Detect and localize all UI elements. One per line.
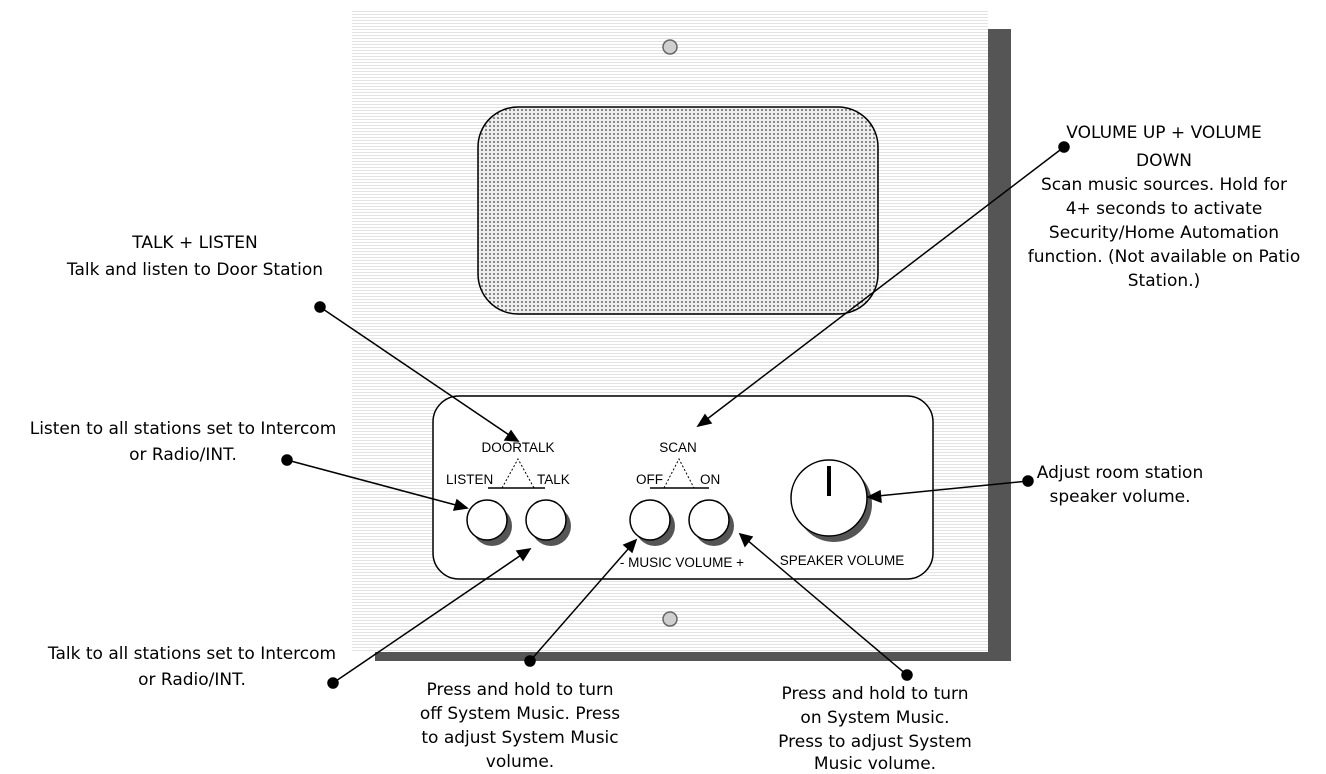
callout-music-on-line-2: on System Music. xyxy=(800,708,949,728)
leader-arrow-volume-up-down xyxy=(696,413,713,428)
leader-arrow-listen-all xyxy=(452,498,469,511)
doortalk-combo-marker xyxy=(501,457,535,489)
callout-music-off-line-2: off System Music. Press xyxy=(420,704,620,724)
leader-lines xyxy=(281,141,1070,689)
callout-volume-title-1: VOLUME UP + VOLUME xyxy=(1066,123,1262,143)
speaker-volume-label: SPEAKER VOLUME xyxy=(780,553,905,568)
bottom-screw xyxy=(662,611,678,627)
callout-listen-all-line-2: or Radio/INT. xyxy=(129,445,237,465)
callout-talk-all-line-2: or Radio/INT. xyxy=(138,670,246,690)
leader-arrow-talk-all xyxy=(515,548,532,562)
callout-volume-title-2: DOWN xyxy=(1136,151,1192,171)
music-volume-up-button[interactable] xyxy=(688,499,734,546)
leader-arrow-music-on xyxy=(738,532,754,548)
talk-button[interactable] xyxy=(525,499,571,546)
leader-dot-listen-all xyxy=(281,454,293,466)
leader-speaker-volume xyxy=(867,480,1029,498)
callout-volume-line-1: Scan music sources. Hold for xyxy=(1041,175,1287,195)
off-label: OFF xyxy=(636,472,663,487)
listen-button[interactable] xyxy=(466,499,512,546)
callout-volume-line-2: 4+ seconds to activate xyxy=(1066,199,1263,219)
leader-dot-speaker-volume xyxy=(1022,475,1034,487)
leader-dot-talk-all xyxy=(327,677,339,689)
callout-music-off-line-4: volume. xyxy=(486,752,554,772)
callout-music-off-line-1: Press and hold to turn xyxy=(427,680,614,700)
leader-music-off xyxy=(529,539,637,662)
speaker-volume-knob[interactable] xyxy=(790,459,872,542)
on-label: ON xyxy=(700,472,720,487)
callout-music-off: Press and hold to turn off System Music.… xyxy=(420,680,620,772)
leader-music-on xyxy=(739,533,908,676)
leader-listen-all xyxy=(286,459,468,509)
callout-talk-all: Talk to all stations set to Intercom or … xyxy=(47,644,336,690)
callout-music-off-line-3: to adjust System Music xyxy=(421,728,618,748)
leader-dot-talk-listen xyxy=(314,301,326,313)
callout-music-on: Press and hold to turn on System Music. … xyxy=(778,684,972,774)
scan-combo-marker xyxy=(663,457,695,489)
music-volume-down-button[interactable] xyxy=(629,499,675,546)
talk-button-face[interactable] xyxy=(525,499,567,541)
knob-face[interactable] xyxy=(790,459,868,537)
leader-volume-up-down xyxy=(697,146,1065,427)
callout-talk-all-line-1: Talk to all stations set to Intercom xyxy=(47,644,336,664)
listen-button-face[interactable] xyxy=(466,499,508,541)
music-volume-label: - MUSIC VOLUME + xyxy=(620,555,744,570)
leader-dot-music-off xyxy=(524,655,536,667)
callout-talk-listen-desc: Talk and listen to Door Station xyxy=(66,260,323,280)
leader-arrow-speaker-volume xyxy=(866,489,882,504)
callout-talk-listen: TALK + LISTEN Talk and listen to Door St… xyxy=(66,233,323,280)
scan-label: SCAN xyxy=(659,440,697,455)
callout-listen-all: Listen to all stations set to Intercom o… xyxy=(30,419,337,465)
speaker-grille xyxy=(477,106,879,315)
leader-arrow-music-off xyxy=(622,538,638,554)
callout-volume-line-3: Security/Home Automation xyxy=(1049,223,1279,243)
callout-listen-all-line-1: Listen to all stations set to Intercom xyxy=(30,419,337,439)
leader-arrow-talk-listen xyxy=(503,429,520,442)
leader-dot-music-on xyxy=(901,669,913,681)
callout-volume-up-down: VOLUME UP + VOLUME DOWN Scan music sourc… xyxy=(1028,123,1300,291)
callout-speaker-volume-line-1: Adjust room station xyxy=(1037,463,1203,483)
music-on-button-face[interactable] xyxy=(688,499,730,541)
callout-talk-listen-title: TALK + LISTEN xyxy=(131,233,257,253)
top-screw xyxy=(662,39,678,55)
doortalk-label: DOORTALK xyxy=(481,440,554,455)
callout-music-on-line-1: Press and hold to turn xyxy=(782,684,969,704)
wall-plate xyxy=(352,10,1011,661)
leader-talk-listen xyxy=(319,306,519,442)
music-off-button-face[interactable] xyxy=(629,499,671,541)
callout-volume-line-5: Station.) xyxy=(1128,271,1200,291)
leader-talk-all xyxy=(332,548,531,684)
control-panel: DOORTALK LISTEN TALK SCAN OFF ON - MUSIC… xyxy=(432,395,934,580)
callout-speaker-volume-line-2: speaker volume. xyxy=(1050,487,1191,507)
callout-speaker-volume: Adjust room station speaker volume. xyxy=(1037,463,1203,507)
callout-volume-line-4: function. (Not available on Patio xyxy=(1028,247,1300,267)
callout-music-on-line-4: Music volume. xyxy=(814,754,936,774)
callout-music-on-line-3: Press to adjust System xyxy=(778,732,972,752)
leader-dot-volume-up-down xyxy=(1058,141,1070,153)
listen-label: LISTEN xyxy=(446,472,493,487)
talk-label: TALK xyxy=(537,472,570,487)
